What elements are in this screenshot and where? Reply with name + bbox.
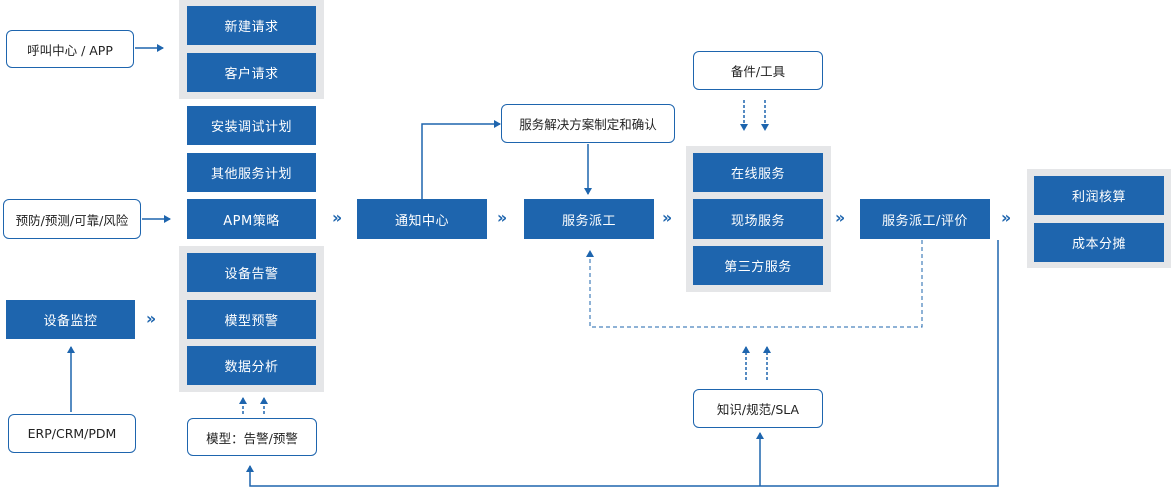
source-prevention: 预防/预测/可靠/风险 [3, 199, 141, 239]
request-new: 新建请求 [187, 6, 316, 45]
finance-profit: 利润核算 [1034, 176, 1164, 215]
request-device-alarm: 设备告警 [187, 253, 316, 292]
source-model: 模型：告警/预警 [187, 418, 317, 456]
request-install-plan: 安装调试计划 [187, 106, 316, 145]
chevron-icon: ›› [1001, 208, 1011, 227]
request-other-plan: 其他服务计划 [187, 153, 316, 192]
chevron-icon: ›› [332, 208, 342, 227]
dispatch-box: 服务派工 [524, 199, 654, 239]
dispatch-eval-box: 服务派工/评价 [860, 199, 990, 239]
request-model-warning: 模型预警 [187, 300, 316, 339]
feedback-eval-to-dispatch [586, 240, 923, 328]
service-online: 在线服务 [693, 153, 823, 192]
arrow-notify-to-solution [421, 120, 501, 199]
notify-center: 通知中心 [357, 199, 487, 239]
chevron-icon: ›› [497, 208, 507, 227]
spares-box: 备件/工具 [693, 51, 823, 90]
request-customer: 客户请求 [187, 53, 316, 92]
finance-cost: 成本分摊 [1034, 223, 1164, 262]
source-device-monitor: 设备监控 [6, 300, 135, 339]
chevron-icon: ›› [662, 208, 672, 227]
request-data-analysis: 数据分析 [187, 346, 316, 385]
source-call-center: 呼叫中心 / APP [6, 30, 134, 68]
request-apm: APM策略 [187, 199, 316, 239]
chevron-icon: ›› [835, 208, 845, 227]
feedback-eval-to-model [246, 240, 999, 487]
source-erp: ERP/CRM/PDM [8, 414, 136, 453]
service-third-party: 第三方服务 [693, 246, 823, 285]
knowledge-box: 知识/规范/SLA [693, 389, 823, 428]
solution-box: 服务解决方案制定和确认 [501, 104, 675, 143]
chevron-icon: ›› [146, 309, 156, 328]
service-onsite: 现场服务 [693, 199, 823, 239]
